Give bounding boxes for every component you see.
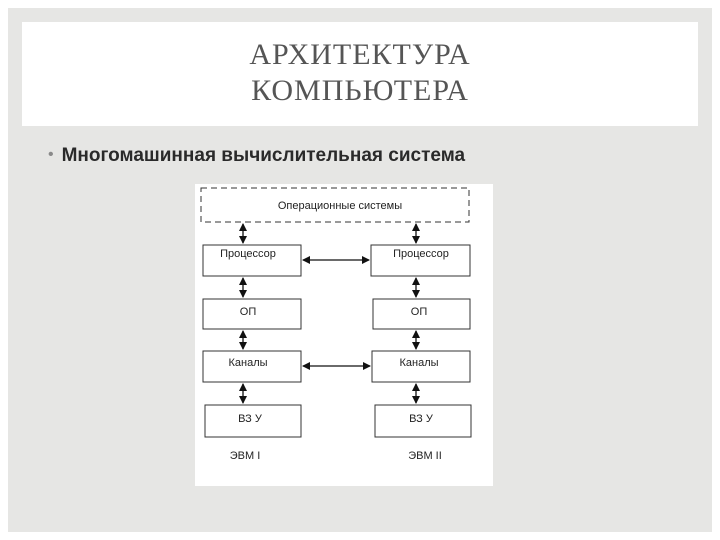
slide-title-line-1: АРХИТЕКТУРА [249, 38, 471, 71]
right-channels-label: Каналы [399, 357, 439, 369]
left-memory-box [202, 298, 302, 330]
right-storage-label: ВЗ У [409, 413, 433, 425]
left-channels-label: Каналы [228, 357, 268, 369]
left-channels-box [202, 350, 302, 383]
left-processor-label: Процессор [220, 248, 276, 260]
os-box [200, 187, 470, 223]
left-memory-label: ОП [239, 306, 257, 318]
title-box: АРХИТЕКТУРА КОМПЬЮТЕРА [22, 22, 698, 126]
bullet-icon: • [48, 146, 54, 163]
right-memory-box [372, 298, 471, 330]
left-storage-box [204, 404, 302, 438]
right-channels-box [371, 350, 471, 383]
right-storage-box [374, 404, 472, 438]
system-diagram: Операционные системы Процессор ОП Каналы… [195, 184, 493, 486]
bullet-item: • Многомашинная вычислительная система [48, 145, 465, 167]
right-computer-caption: ЭВМ II [408, 450, 442, 462]
bullet-text: Многомашинная вычислительная система [61, 145, 466, 166]
right-memory-label: ОП [410, 306, 428, 318]
left-computer-caption: ЭВМ I [229, 450, 261, 462]
slide-title-line-2: КОМПЬЮТЕРА [251, 74, 469, 107]
os-label: Операционные системы [277, 200, 403, 212]
left-storage-label: ВЗ У [238, 413, 262, 425]
left-processor-box [202, 244, 302, 277]
right-processor-box [370, 244, 471, 277]
diagram-svg [200, 187, 472, 438]
right-processor-label: Процессор [393, 248, 449, 260]
